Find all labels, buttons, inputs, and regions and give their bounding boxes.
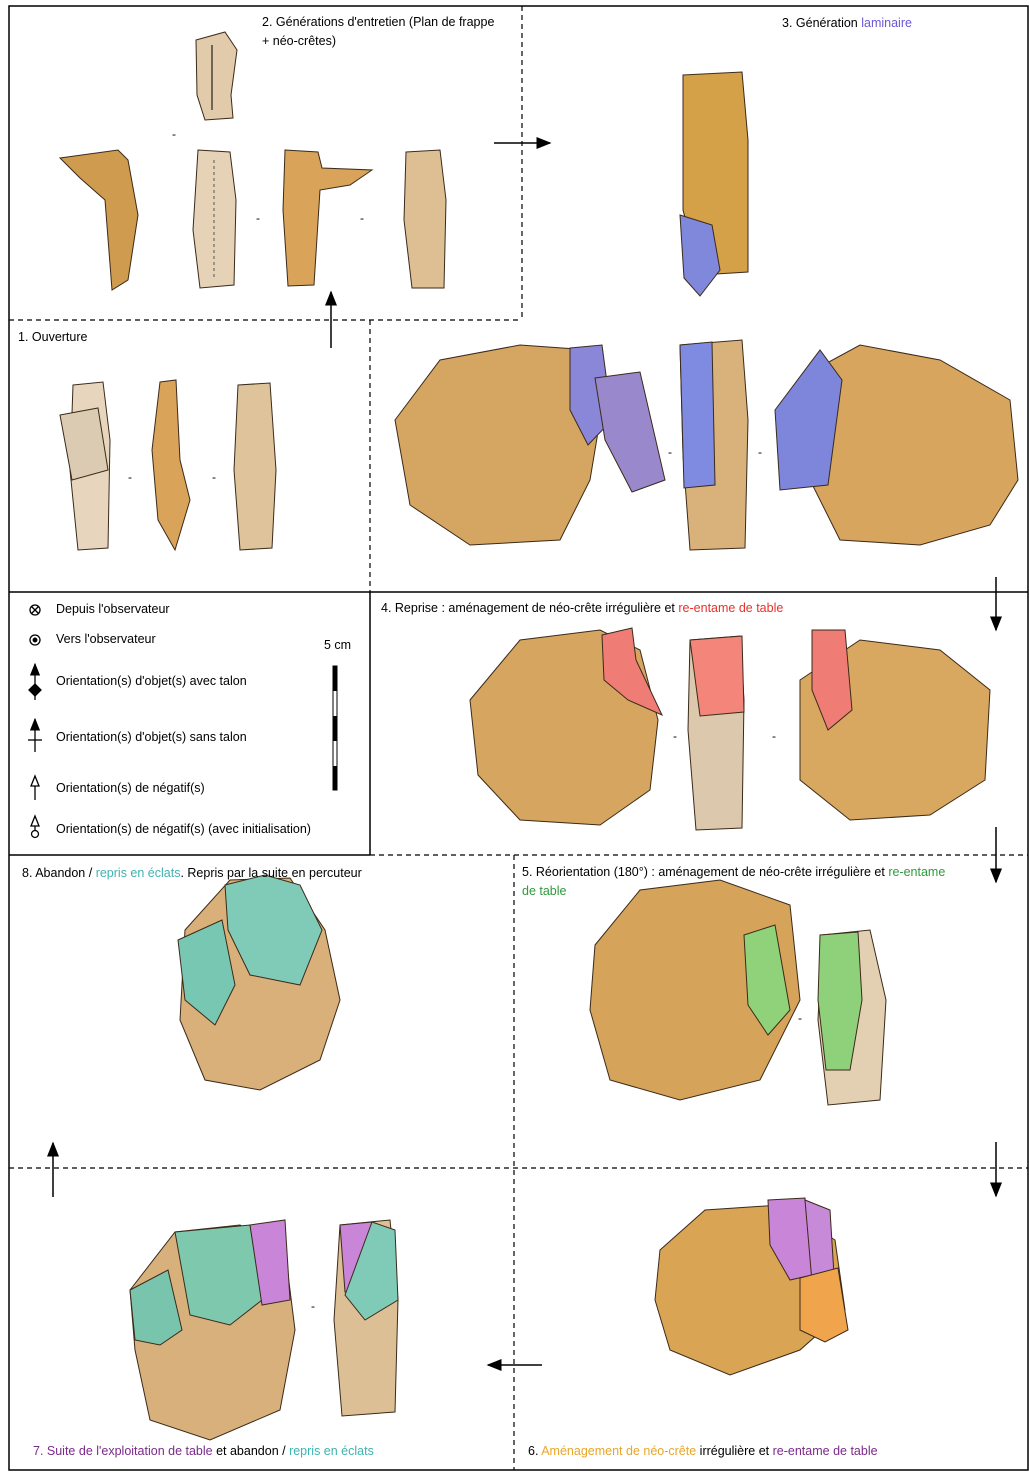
- legend-item-from-observer: Depuis l'observateur: [56, 602, 170, 616]
- p4-core-left: [470, 628, 662, 825]
- p5-core-left: [590, 880, 800, 1100]
- p1-stone-2: [152, 380, 190, 550]
- p3-core-right: [775, 345, 1018, 545]
- panel-8-title-b: repris en éclats: [96, 866, 181, 880]
- panel-8-title-c: . Repris par la suite en percuteur: [180, 866, 361, 880]
- legend-item-to-observer: Vers l'observateur: [56, 632, 156, 646]
- p3-core-left: [395, 345, 665, 545]
- svg-text:-: -: [673, 729, 677, 743]
- p7-core-left: [130, 1220, 295, 1440]
- panel-6-title-a: 6.: [528, 1444, 541, 1458]
- panel-5-title: 5. Réorientation (180°) : aménagement de…: [522, 863, 962, 901]
- legend-item-without-butt: Orientation(s) d'objet(s) sans talon: [56, 730, 247, 744]
- legend-item-negative: Orientation(s) de négatif(s): [56, 781, 205, 795]
- panel-1-title: 1. Ouverture: [18, 329, 87, 345]
- panel-7-title: 7. Suite de l'exploitation de table et a…: [33, 1443, 374, 1459]
- p1-stone-3: [234, 383, 276, 550]
- p6-core: [655, 1198, 848, 1375]
- p2-stone-1: [60, 150, 138, 290]
- p4-core-right: [800, 630, 990, 820]
- legend-item-with-butt: Orientation(s) d'objet(s) avec talon: [56, 674, 247, 688]
- p7-core-right: [334, 1220, 398, 1416]
- panel-3-title-a: 3. Génération: [782, 16, 861, 30]
- p2-stone-3: [283, 150, 372, 286]
- p4-core-middle: [688, 636, 744, 830]
- legend-icons: [28, 605, 42, 838]
- panel-8-title: 8. Abandon / repris en éclats. Repris pa…: [22, 865, 362, 881]
- panel-6-title-b: Aménagement de néo-crête: [541, 1444, 696, 1458]
- panel-6-title: 6. Aménagement de néo-crête irrégulière …: [528, 1443, 878, 1459]
- svg-text:-: -: [798, 1011, 802, 1025]
- p1-stone-1: [60, 382, 110, 550]
- svg-text:-: -: [772, 729, 776, 743]
- svg-text:-: -: [172, 127, 176, 141]
- scale-bar: [333, 666, 337, 790]
- svg-text:-: -: [212, 470, 216, 484]
- panel-3-title-b: laminaire: [861, 16, 912, 30]
- p8-core: [178, 875, 340, 1090]
- panel-5-title-a: 5. Réorientation (180°) : aménagement de…: [522, 865, 888, 879]
- legend-item-negative-init: Orientation(s) de négatif(s) (avec initi…: [56, 822, 311, 836]
- panel-7-title-c: repris en éclats: [289, 1444, 374, 1458]
- panel-8-title-a: 8. Abandon /: [22, 866, 96, 880]
- panel-7-title-a: 7. Suite de l'exploitation de table: [33, 1444, 213, 1458]
- svg-text:-: -: [360, 211, 364, 225]
- panel-4-title: 4. Reprise : aménagement de néo-crête ir…: [381, 600, 783, 616]
- p3-core-middle: [680, 340, 748, 550]
- svg-text:-: -: [668, 445, 672, 459]
- p2-stone-4: [404, 150, 446, 288]
- panel-4-title-a: 4. Reprise : aménagement de néo-crête ir…: [381, 601, 678, 615]
- p5-core-right: [818, 930, 886, 1105]
- svg-text:-: -: [758, 445, 762, 459]
- panel-6-title-d: re-entame de table: [773, 1444, 878, 1458]
- p3-core-vertical: [680, 72, 748, 296]
- p2-stone-2: [193, 150, 236, 288]
- panel-6-title-c: irrégulière et: [696, 1444, 772, 1458]
- svg-text:-: -: [311, 1299, 315, 1313]
- p2-stone-top: [196, 32, 237, 120]
- svg-text:-: -: [128, 470, 132, 484]
- panel-2-title: 2. Générations d'entretien (Plan de frap…: [262, 13, 497, 51]
- panel-4-title-b: re-entame de table: [678, 601, 783, 615]
- scale-label: 5 cm: [324, 638, 351, 652]
- svg-text:-: -: [256, 211, 260, 225]
- panel-7-title-b: et abandon /: [213, 1444, 289, 1458]
- panel-3-title: 3. Génération laminaire: [782, 15, 912, 31]
